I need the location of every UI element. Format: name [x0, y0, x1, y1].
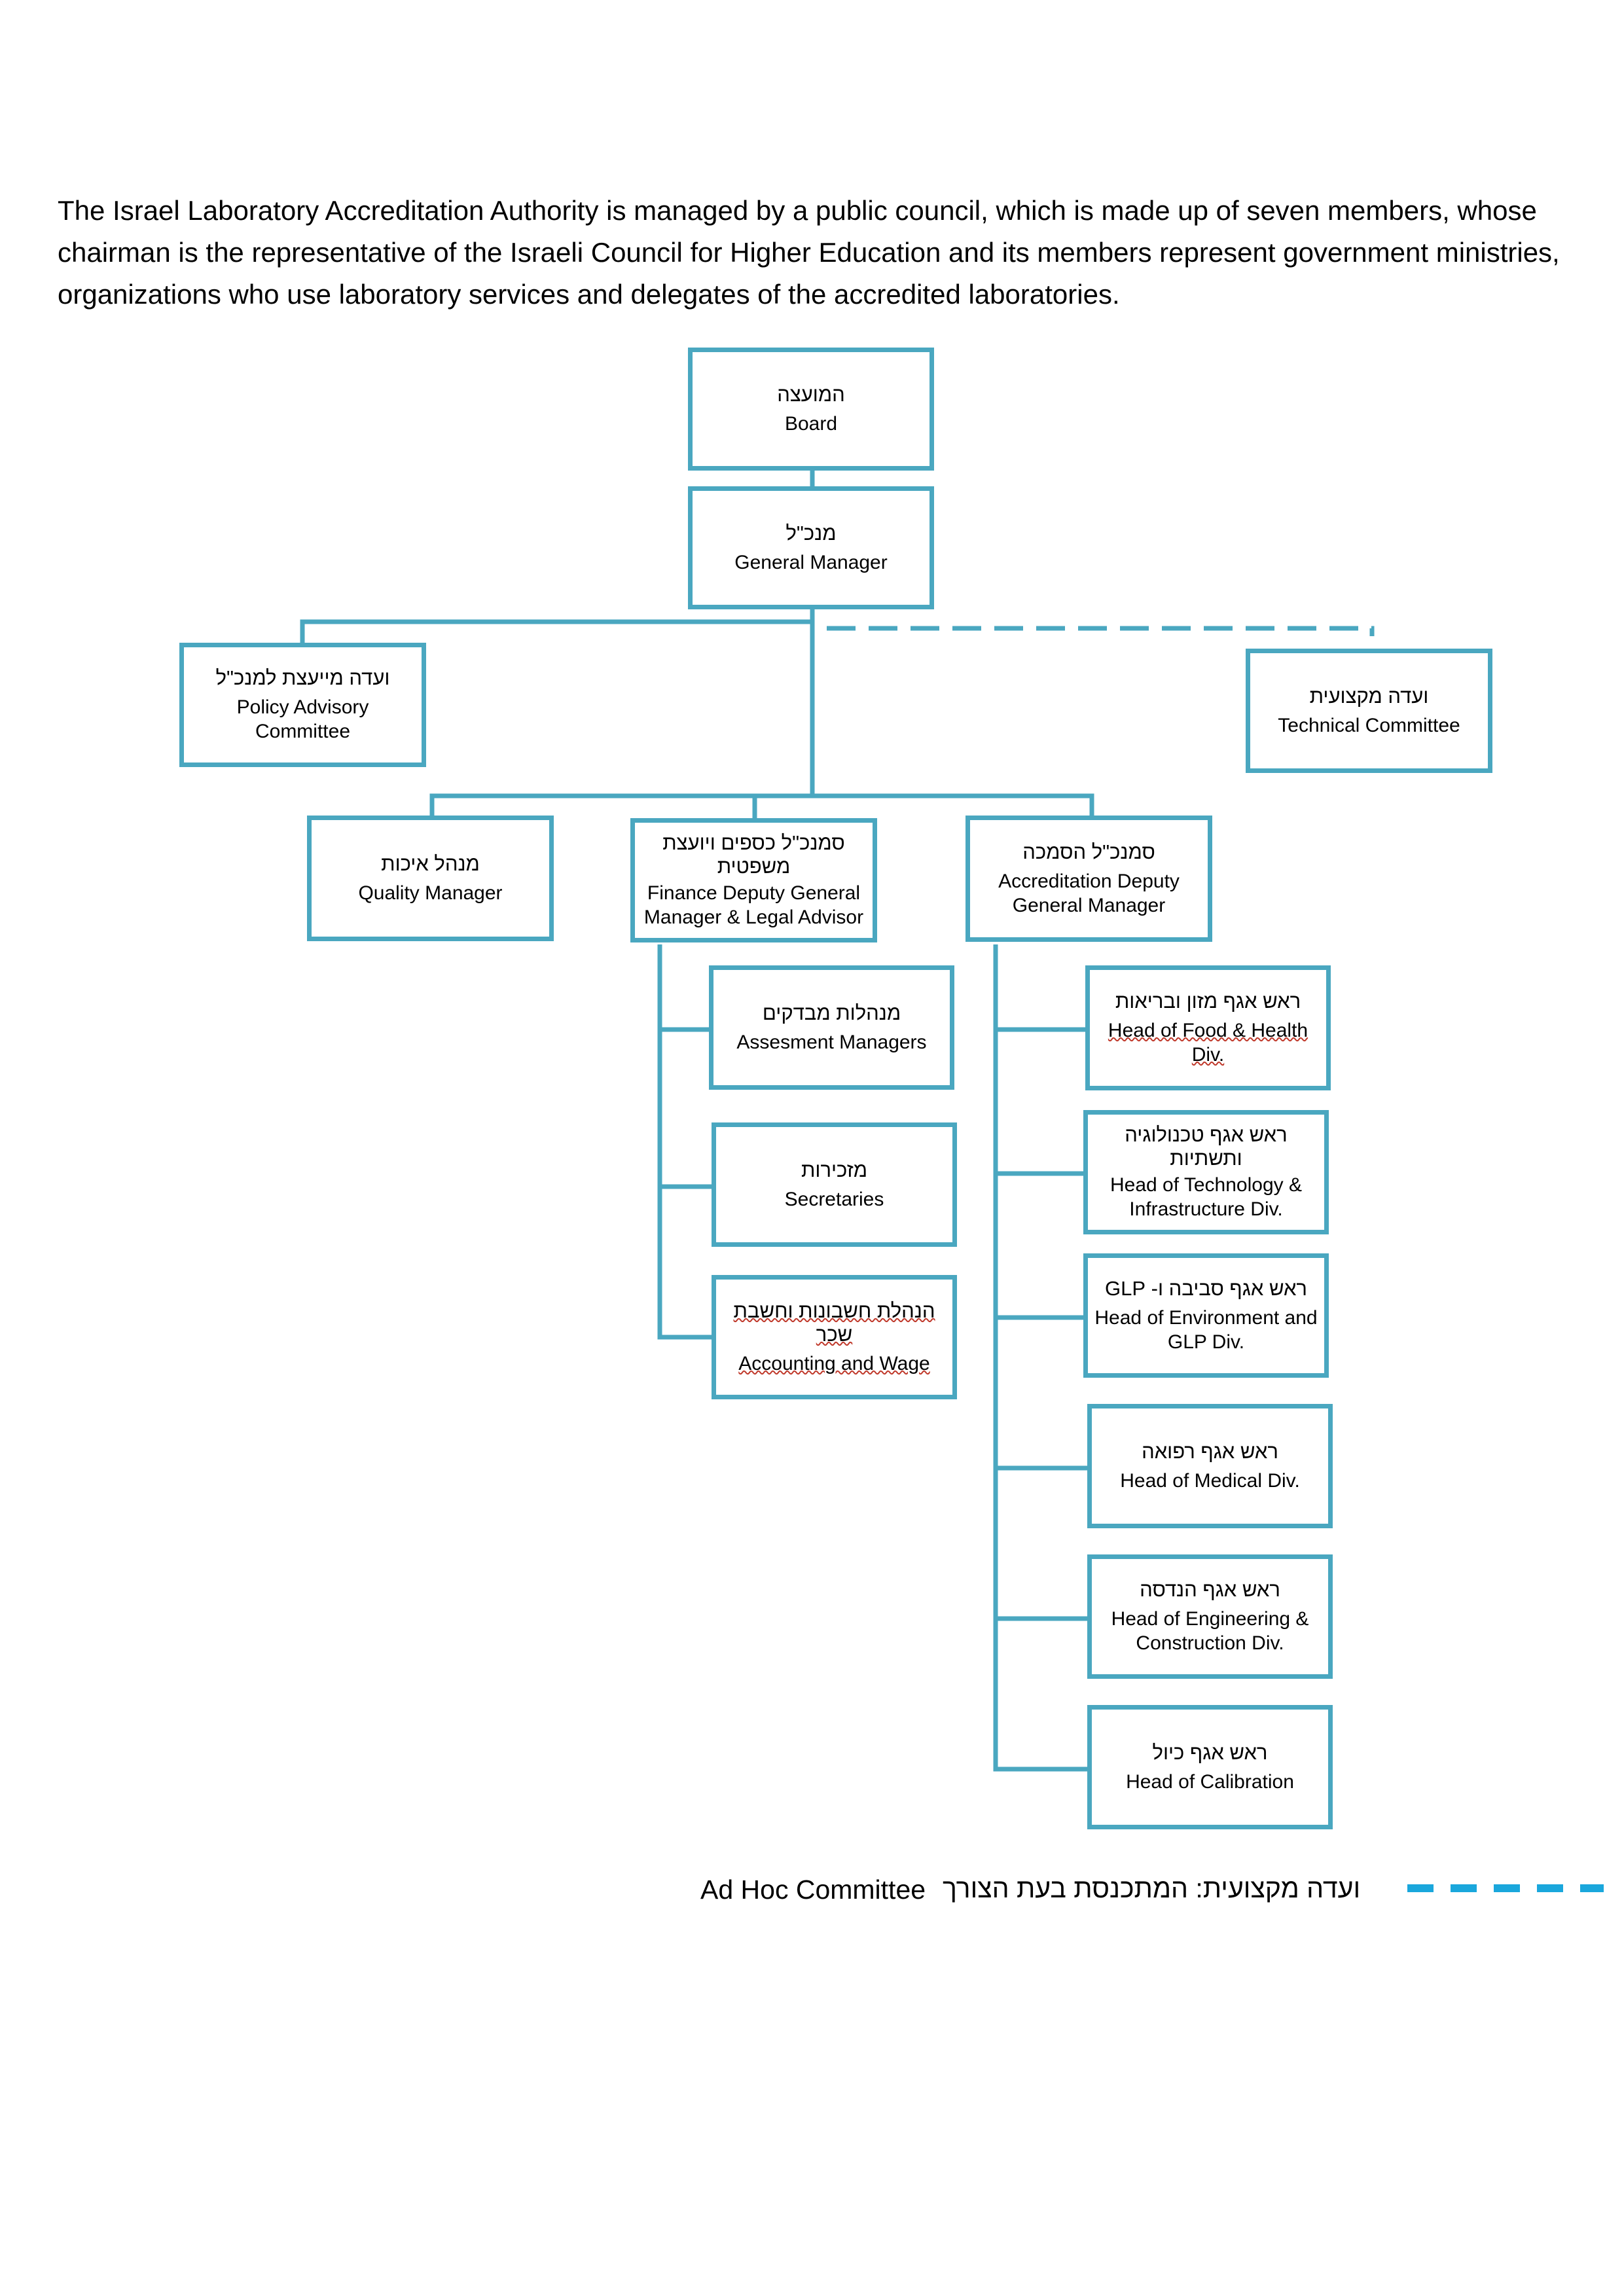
general-manager-label-en: General Manager — [734, 551, 888, 573]
environment-label-he: ראש אגף סביבה ו- GLP — [1105, 1277, 1307, 1300]
finance-label-he: סמנכ"ל כספים ויועצת משפטית — [662, 831, 845, 878]
accounting-label-en: Accounting and Wage — [738, 1352, 930, 1374]
medical-label-he: ראש אגף רפואה — [1142, 1439, 1278, 1463]
technology-label-en: Head of Technology & Infrastructure Div. — [1110, 1174, 1302, 1220]
assessment-managers-box: מנהלות מבדקים Assesment Managers — [709, 965, 954, 1090]
board-box: המועצה Board — [688, 348, 934, 471]
calibration-label-en: Head of Calibration — [1126, 1770, 1294, 1793]
secretaries-label-en: Secretaries — [784, 1188, 884, 1210]
assessment-label-en: Assesment Managers — [736, 1031, 927, 1053]
secretaries-box: מזכירות Secretaries — [712, 1122, 957, 1247]
quality-manager-box: מנהל איכות Quality Manager — [307, 816, 554, 941]
technical-committee-box: ועדה מקצועית Technical Committee — [1246, 649, 1492, 773]
finance-label-en: Finance Deputy General Manager & Legal A… — [643, 882, 864, 928]
secretaries-label-he: מזכירות — [801, 1158, 868, 1181]
environment-label-en: Head of Environment and GLP Div. — [1094, 1307, 1318, 1353]
food-label-he: ראש אגף מזון ובריאות — [1115, 989, 1301, 1013]
technology-label-he: ראש אגף טכנולוגיה ותשתיות — [1125, 1123, 1288, 1170]
board-label-en: Board — [784, 412, 838, 435]
connector-accreditation-spine — [993, 944, 1090, 1772]
policy-label-he: ועדה מייעצת למנכ"ל — [215, 666, 390, 689]
calibration-label-he: ראש אגף כיול — [1152, 1740, 1268, 1764]
assessment-label-he: מנהלות מבדקים — [762, 1001, 901, 1024]
intro-paragraph: The Israel Laboratory Accreditation Auth… — [58, 195, 1560, 310]
accreditation-label-he: סמנכ"ל הסמכה — [1022, 840, 1155, 863]
connector-level2-bus — [429, 793, 1094, 818]
food-label-en: Head of Food & Health Div. — [1108, 1019, 1308, 1066]
legend-label-he: ועדה מקצועית: המתכנסת בעת הצורך — [943, 1873, 1361, 1903]
calibration-division-box: ראש אגף כיול Head of Calibration — [1087, 1705, 1333, 1829]
legend-dashed-line-icon — [1407, 1884, 1604, 1892]
connector-finance-spine — [657, 944, 713, 1340]
quality-label-he: מנהל איכות — [381, 852, 480, 875]
engineering-label-en: Head of Engineering & Construction Div. — [1111, 1608, 1309, 1654]
accounting-label-he: הנהלת חשבונות וחשבת שכר — [733, 1299, 935, 1346]
technology-division-box: ראש אגף טכנולוגיה ותשתיות Head of Techno… — [1083, 1110, 1329, 1234]
connector-policy — [300, 619, 812, 645]
accounting-box: הנהלת חשבונות וחשבת שכר Accounting and W… — [712, 1275, 957, 1399]
technical-label-he: ועדה מקצועית — [1309, 684, 1429, 708]
accreditation-label-en: Accreditation Deputy General Manager — [998, 870, 1180, 916]
general-manager-box: מנכ"ל General Manager — [688, 486, 934, 609]
connector-technical-dashed — [827, 626, 1375, 636]
finance-deputy-box: סמנכ"ל כספים ויועצת משפטית Finance Deput… — [630, 818, 877, 942]
policy-advisory-committee-box: ועדה מייעצת למנכ"ל Policy Advisory Commi… — [179, 643, 426, 767]
quality-label-en: Quality Manager — [358, 882, 503, 904]
legend: Ad Hoc Committee ועדה מקצועית: המתכנסת ב… — [700, 1872, 1604, 1911]
accreditation-deputy-box: סמנכ"ל הסמכה Accreditation Deputy Genera… — [965, 816, 1212, 942]
food-health-division-box: ראש אגף מזון ובריאות Head of Food & Heal… — [1085, 965, 1331, 1090]
engineering-division-box: ראש אגף הנדסה Head of Engineering & Cons… — [1087, 1554, 1333, 1679]
general-manager-label-he: מנכ"ל — [785, 521, 837, 545]
medical-division-box: ראש אגף רפואה Head of Medical Div. — [1087, 1404, 1333, 1528]
medical-label-en: Head of Medical Div. — [1120, 1469, 1300, 1492]
environment-glp-division-box: ראש אגף סביבה ו- GLP Head of Environment… — [1083, 1253, 1329, 1378]
legend-label-en: Ad Hoc Committee — [700, 1874, 926, 1905]
technical-label-en: Technical Committee — [1278, 714, 1460, 736]
engineering-label-he: ראש אגף הנדסה — [1140, 1578, 1280, 1601]
board-label-he: המועצה — [777, 382, 845, 406]
policy-label-en: Policy Advisory Committee — [236, 696, 369, 742]
